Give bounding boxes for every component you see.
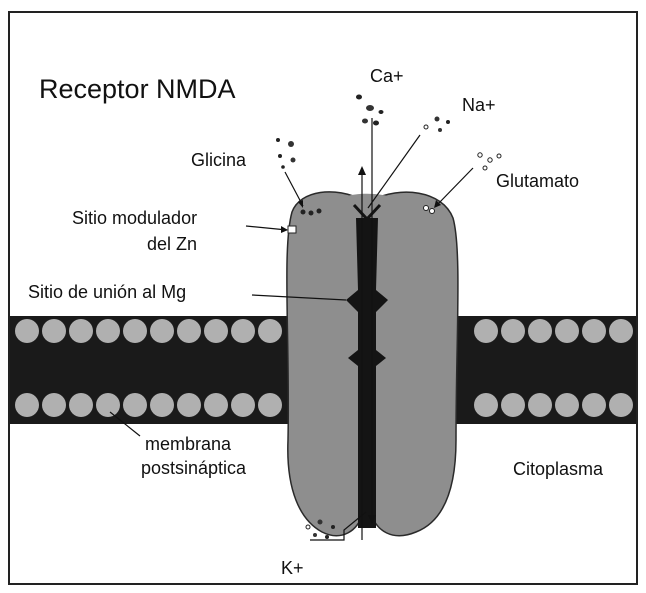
lipid-head: [555, 319, 579, 343]
sodium-ion-label: Na+: [462, 95, 496, 115]
lipid-head: [204, 393, 228, 417]
lipid-head: [177, 393, 201, 417]
lipid-head: [69, 319, 93, 343]
calcium-ion-label: Ca+: [370, 66, 404, 86]
lipid-head: [15, 393, 39, 417]
lipid-head: [258, 319, 282, 343]
lipid-head: [609, 393, 633, 417]
lipid-head: [150, 319, 174, 343]
lipid-head: [123, 393, 147, 417]
lipid-head: [231, 393, 255, 417]
lipid-head: [528, 393, 552, 417]
zinc-site-label: Sitio modulador: [72, 208, 197, 228]
lipid-head: [582, 393, 606, 417]
lipid-head: [15, 319, 39, 343]
glutamate-site: [430, 209, 435, 214]
lipid-head: [96, 319, 120, 343]
zinc-site-label-line2: del Zn: [147, 234, 197, 254]
lipid-head: [474, 319, 498, 343]
potassium-ion-label: K+: [281, 558, 304, 578]
receptor-right-subunit: [372, 192, 458, 536]
lipid-head: [150, 393, 174, 417]
lipid-head: [123, 319, 147, 343]
glycine-site: [301, 210, 306, 215]
zinc-site: [288, 226, 296, 233]
lipid-head: [609, 319, 633, 343]
diagram-title: Receptor NMDA: [39, 74, 236, 104]
lipid-head: [42, 319, 66, 343]
lipid-head: [555, 393, 579, 417]
glutamate-label: Glutamato: [496, 171, 579, 191]
lipid-head: [96, 393, 120, 417]
membrane-label: membrana: [145, 434, 232, 454]
lipid-head: [177, 319, 201, 343]
lipid-head: [528, 319, 552, 343]
cytoplasm-label: Citoplasma: [513, 459, 604, 479]
glutamate-site: [424, 206, 429, 211]
magnesium-site-label: Sitio de unión al Mg: [28, 282, 186, 302]
lipid-head: [42, 393, 66, 417]
lipid-head: [474, 393, 498, 417]
lipid-head: [69, 393, 93, 417]
lipid-head: [582, 319, 606, 343]
lipid-head: [501, 319, 525, 343]
lipid-head: [258, 393, 282, 417]
receptor-left-subunit: [287, 192, 362, 536]
lipid-head: [501, 393, 525, 417]
glycine-site: [309, 211, 314, 216]
glycine-site: [317, 209, 322, 214]
lipid-head: [204, 319, 228, 343]
glycine-label: Glicina: [191, 150, 247, 170]
lipid-head: [231, 319, 255, 343]
membrane-label-line2: postsináptica: [141, 458, 247, 478]
